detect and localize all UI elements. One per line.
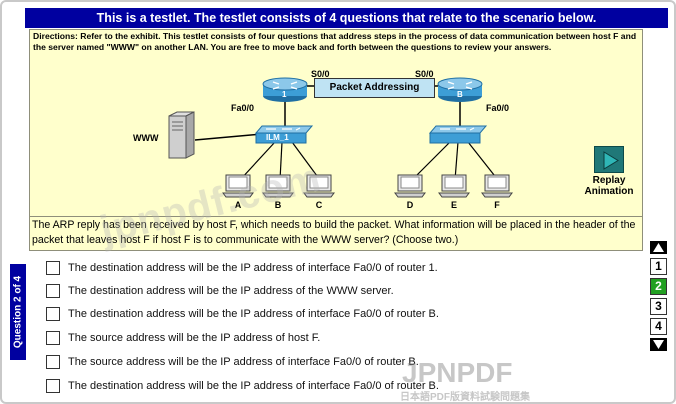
link-host-d [411, 141, 451, 181]
answer-checkbox-5[interactable] [46, 355, 60, 369]
answer-option-1[interactable]: The destination address will be the IP a… [46, 258, 606, 278]
link-host-b [279, 141, 283, 181]
nav-up-button[interactable] [650, 241, 667, 254]
nav-down-button[interactable] [650, 338, 667, 351]
router-b-icon [437, 77, 483, 102]
testlet-title: This is a testlet. The testlet consists … [96, 11, 597, 25]
answer-checkbox-2[interactable] [46, 284, 60, 298]
serial-left-label: S0/0 [311, 69, 330, 79]
router-b-label: B [457, 90, 463, 99]
host-b-label: B [274, 200, 282, 210]
host-c-icon [303, 174, 335, 198]
answer-option-6[interactable]: The destination address will be the IP a… [46, 376, 606, 396]
fa-right-label: Fa0/0 [486, 103, 510, 113]
link-host-a [239, 141, 276, 181]
question-text: The ARP reply has been received by host … [30, 216, 642, 251]
link-host-e [454, 141, 459, 181]
server-icon [168, 111, 195, 159]
router-1-icon [262, 77, 308, 102]
host-f-label: F [494, 200, 500, 210]
arrow-down-icon [653, 340, 664, 349]
nav-page-3[interactable]: 3 [650, 298, 667, 315]
answer-text-6: The destination address will be the IP a… [68, 380, 439, 392]
replay-label-line1: Replay [592, 175, 626, 186]
host-e-icon [438, 174, 470, 198]
replay-label-line2: Animation [584, 186, 634, 197]
answer-text-4: The source address will be the IP addres… [68, 332, 321, 344]
answer-text-2: The destination address will be the IP a… [68, 285, 394, 297]
question-tab-label: Question 2 of 4 [12, 275, 24, 349]
switch-right-icon [428, 125, 488, 144]
host-f-icon [481, 174, 513, 198]
directions-text: Directions: Refer to the exhibit. This t… [33, 31, 637, 52]
answer-option-2[interactable]: The destination address will be the IP a… [46, 281, 606, 301]
scenario-panel: Directions: Refer to the exhibit. This t… [29, 29, 643, 251]
host-c-label: C [315, 200, 323, 210]
server-link [194, 133, 263, 141]
answer-option-5[interactable]: The source address will be the IP addres… [46, 352, 606, 372]
answer-checkbox-1[interactable] [46, 261, 60, 275]
host-d-icon [394, 174, 426, 198]
testlet-title-bar: This is a testlet. The testlet consists … [25, 8, 668, 28]
answer-checkbox-6[interactable] [46, 379, 60, 393]
network-diagram [168, 77, 513, 198]
answer-option-4[interactable]: The source address will be the IP addres… [46, 328, 606, 348]
host-d-label: D [406, 200, 414, 210]
answer-checkbox-3[interactable] [46, 307, 60, 321]
answer-option-3[interactable]: The destination address will be the IP a… [46, 304, 606, 324]
host-e-label: E [450, 200, 457, 210]
link-host-c [291, 141, 321, 181]
nav-page-4[interactable]: 4 [650, 318, 667, 335]
fa-left-label: Fa0/0 [231, 103, 255, 113]
serial-right-label: S0/0 [415, 69, 434, 79]
nav-page-1[interactable]: 1 [650, 258, 667, 275]
packet-addressing-box: Packet Addressing [314, 78, 435, 98]
switch-left-label: ILM_1 [266, 133, 289, 142]
host-b-icon [262, 174, 294, 198]
server-label: WWW [133, 133, 159, 143]
link-host-f [467, 141, 499, 181]
answer-text-3: The destination address will be the IP a… [68, 308, 439, 320]
answer-text-5: The source address will be the IP addres… [68, 356, 419, 368]
router-1-label: 1 [282, 90, 287, 99]
answer-checkbox-4[interactable] [46, 331, 60, 345]
switch-left-icon [254, 125, 314, 144]
host-a-label: A [234, 200, 242, 210]
replay-animation-button[interactable]: Replay Animation [580, 146, 638, 197]
play-icon [594, 146, 624, 173]
host-a-icon [222, 174, 254, 198]
answer-text-1: The destination address will be the IP a… [68, 262, 438, 274]
arrow-up-icon [653, 243, 664, 252]
question-tab: Question 2 of 4 [10, 264, 26, 360]
nav-page-2[interactable]: 2 [650, 278, 667, 295]
